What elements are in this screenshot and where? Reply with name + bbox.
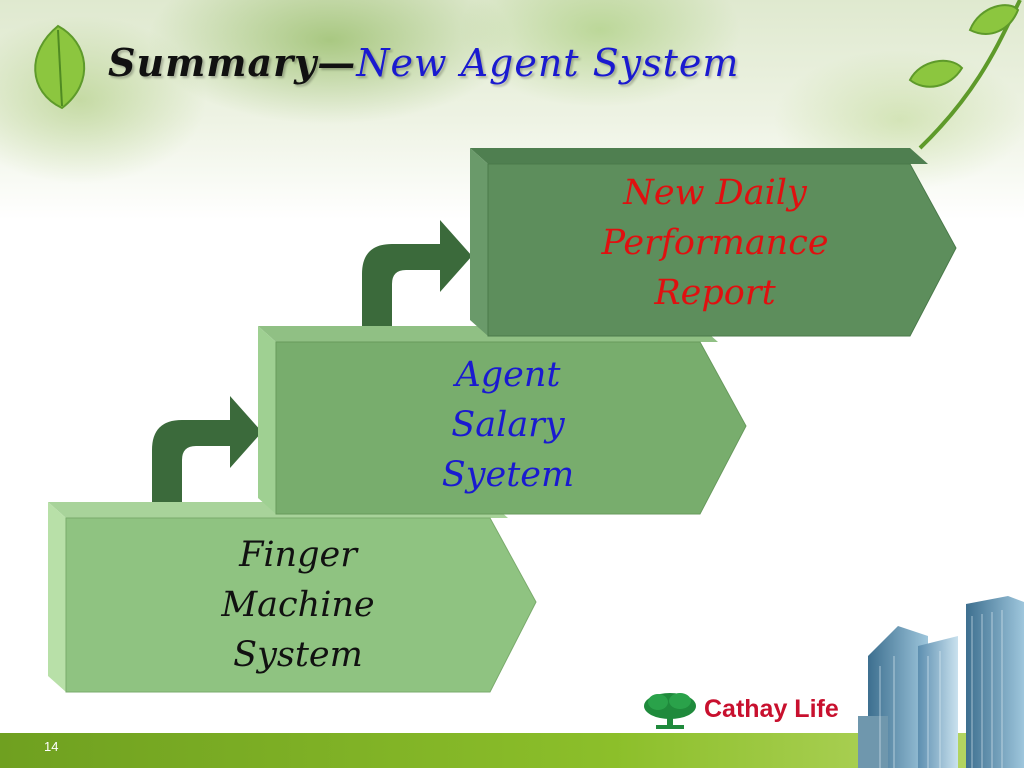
slide-title: Summary—New Agent System [108,40,739,85]
curved-arrow-1-icon [152,396,262,512]
vine-icon [908,0,1022,150]
title-prefix: Summary— [108,40,357,85]
step-label: New Daily Performance Report [601,173,829,313]
tree-logo-icon [644,693,696,729]
title-main: New Agent System [356,41,740,85]
step-finger-machine-system: Finger Machine System [48,502,538,694]
skyscrapers-image [858,596,1024,768]
cathay-life-logo: Cathay Life [636,686,860,732]
logo-text: Cathay Life [704,695,839,723]
leaf-icon [34,24,86,110]
step-label: Finger Machine System [221,535,375,675]
footer-bar [0,733,1024,768]
page-number: 14 [44,739,59,754]
curved-arrow-2-icon [362,220,472,336]
step-agent-salary-system: Agent Salary Syetem [258,326,748,516]
step-label: Agent Salary Syetem [441,355,575,495]
step-new-daily-performance-report: New Daily Performance Report [470,148,960,338]
